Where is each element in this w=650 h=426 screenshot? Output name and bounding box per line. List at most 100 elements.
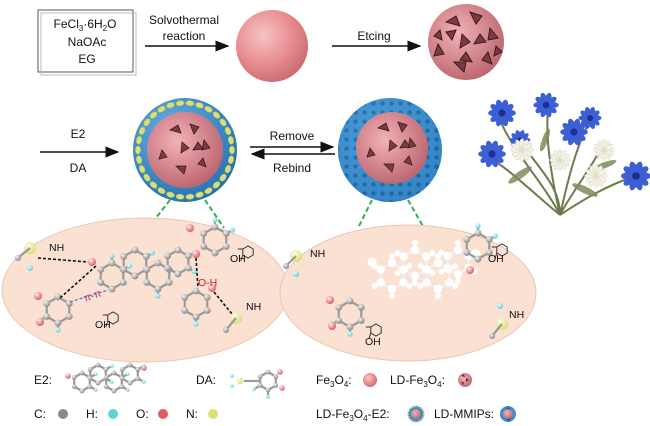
flower-center <box>601 147 607 153</box>
atom-highlight <box>127 362 133 368</box>
ld-fe3o4-e2-particle <box>133 98 237 202</box>
atom-highlight <box>438 249 445 256</box>
atom-highlight <box>110 380 114 384</box>
atom-highlight <box>422 278 431 287</box>
atom-highlight <box>208 284 216 292</box>
atom-highlight <box>141 365 147 371</box>
atom-highlight <box>87 367 93 372</box>
atom-highlight <box>326 296 334 304</box>
atom-highlight <box>455 240 461 246</box>
atom-highlight <box>438 268 445 275</box>
atom-highlight <box>95 380 101 386</box>
atom-highlight <box>119 367 125 372</box>
atom-highlight <box>376 265 385 274</box>
atom-highlight <box>87 376 93 381</box>
atom-highlight <box>15 255 21 261</box>
template-dot <box>224 165 232 174</box>
atom-highlight <box>88 258 96 266</box>
atom-highlight <box>119 376 125 381</box>
atom-highlight <box>193 321 199 327</box>
atom-highlight <box>453 269 463 279</box>
atom-highlight <box>443 251 452 261</box>
oh-label-right-top: OH <box>488 253 504 265</box>
atom-highlight <box>87 384 93 389</box>
atom-highlight <box>65 373 71 379</box>
template-dot <box>185 193 195 200</box>
legend-e2-label: E2: <box>34 373 52 387</box>
atom-highlight <box>257 374 263 379</box>
atom-highlight <box>346 297 354 305</box>
atom-highlight <box>399 278 408 287</box>
atom-highlight <box>474 229 482 237</box>
atom-highlight <box>154 285 162 293</box>
atom-highlight <box>252 387 256 391</box>
atom-highlight <box>200 230 208 237</box>
atom-highlight <box>273 383 279 388</box>
template-dot <box>143 173 151 182</box>
atom-highlight <box>95 362 101 368</box>
atom-highlight <box>387 258 397 268</box>
atom-highlight <box>376 278 385 287</box>
atom-highlight <box>394 250 401 256</box>
atom-highlight <box>192 287 200 295</box>
template-dot <box>138 126 146 135</box>
template-dot <box>166 102 175 109</box>
atom-highlight <box>433 258 443 268</box>
atom-highlight <box>111 370 117 376</box>
atom-highlight <box>417 283 424 289</box>
atom-highlight <box>43 300 51 307</box>
flower-center <box>557 157 563 163</box>
flower-center <box>570 128 578 136</box>
atom-highlight <box>452 263 459 269</box>
atom-highlight <box>463 249 471 256</box>
atom-highlight <box>27 265 33 271</box>
atom-highlight <box>143 279 151 286</box>
atom-highlight <box>127 380 133 386</box>
atom-highlight <box>443 263 452 273</box>
atom-highlight <box>357 304 365 311</box>
flower-center <box>488 150 496 158</box>
atom-highlight <box>211 249 219 257</box>
step-da-label: DA <box>70 161 87 175</box>
atom-highlight <box>192 313 200 321</box>
template-dot <box>227 135 234 145</box>
atom-highlight <box>186 224 194 232</box>
nh-label-left-top: NH <box>49 242 64 254</box>
atom-highlight <box>79 370 85 376</box>
atom-highlight <box>293 271 299 277</box>
atom-highlight <box>174 246 182 254</box>
nh-label-left-bottom: NH <box>246 301 261 313</box>
atom-highlight <box>410 245 420 255</box>
template-dot <box>149 111 158 119</box>
atom-highlight <box>417 263 424 269</box>
atom-highlight <box>200 243 208 250</box>
step-etching-label: Etcing <box>357 29 390 43</box>
atom-highlight <box>174 270 182 278</box>
atom-highlight <box>108 285 116 293</box>
atom-highlight <box>184 264 192 272</box>
atom-highlight <box>236 377 244 385</box>
atom-highlight <box>223 327 229 333</box>
connector-right-2 <box>407 199 425 229</box>
atom-highlight <box>131 272 139 280</box>
ld-fe3o4-etched-sphere <box>428 4 504 80</box>
template-dot-ring <box>135 100 235 200</box>
atom-highlight <box>277 369 283 375</box>
template-dot <box>149 181 158 189</box>
e2-da-binding-molecules <box>15 217 254 333</box>
cornflower-bouquet-image <box>478 92 650 216</box>
atom-highlight <box>229 227 235 233</box>
legend-ld-mmips-label: LD-MMIPs: <box>434 407 494 421</box>
atom-highlight <box>257 383 263 388</box>
legend: E2: DA: Fe3O4: LD-Fe3O4: C: H: O: N: LD-… <box>34 362 516 423</box>
legend-da-molecule <box>230 369 285 399</box>
step-e2-label: E2 <box>71 127 86 141</box>
atom-highlight <box>192 250 200 258</box>
atom-highlight <box>422 252 431 261</box>
atom-highlight <box>335 317 343 324</box>
template-dot <box>219 173 227 182</box>
flower-center <box>519 147 525 153</box>
template-dot <box>138 165 146 174</box>
oh-label-right-bottom: OH <box>365 336 381 348</box>
atom-highlight <box>387 284 397 294</box>
